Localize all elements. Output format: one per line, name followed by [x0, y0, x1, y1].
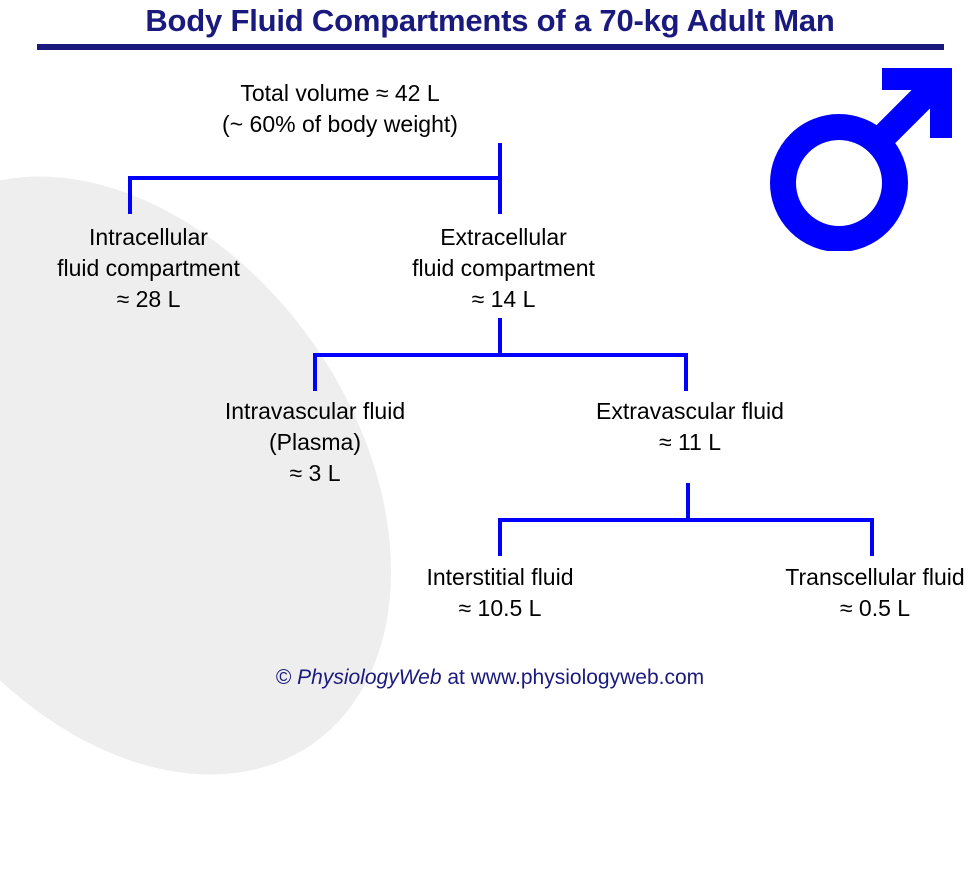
- footer-credit: © PhysiologyWeb at www.physiologyweb.com: [0, 666, 980, 690]
- connector-to-extracellular: [498, 176, 502, 214]
- node-transcellular-line1: Transcellular fluid: [785, 564, 965, 590]
- node-total-volume-line1: Total volume ≈ 42 L: [240, 80, 440, 106]
- node-transcellular-volume: ≈ 0.5 L: [839, 595, 911, 621]
- connector-to-interstitial: [498, 518, 502, 556]
- footer-brand: PhysiologyWeb: [297, 666, 442, 689]
- connector-extracellular-stem: [498, 318, 502, 355]
- node-intracellular-fluid: Intracellular fluid compartment ≈ 28 L: [0, 222, 297, 315]
- connector-to-intravascular: [313, 353, 317, 391]
- node-interstitial-line1: Interstitial fluid: [426, 564, 574, 590]
- node-extravascular-line1: Extravascular fluid: [596, 398, 784, 424]
- node-intracellular-volume: ≈ 28 L: [116, 286, 181, 312]
- node-extravascular-volume: ≈ 11 L: [658, 429, 722, 455]
- node-extracellular-line1: Extracellular: [440, 224, 567, 250]
- node-extracellular-volume: ≈ 14 L: [471, 286, 536, 312]
- connector-total-stem: [498, 143, 502, 180]
- connector-extravascular-stem: [686, 483, 690, 520]
- node-intravascular-fluid: Intravascular fluid (Plasma) ≈ 3 L: [170, 396, 460, 489]
- node-extracellular-fluid: Extracellular fluid compartment ≈ 14 L: [355, 222, 652, 315]
- connector-level3-bar: [498, 518, 874, 522]
- node-extravascular-fluid: Extravascular fluid ≈ 11 L: [545, 396, 835, 458]
- connector-level2-bar: [313, 353, 688, 357]
- node-intravascular-line1: Intravascular fluid: [224, 398, 406, 424]
- connector-to-extravascular: [684, 353, 688, 391]
- connector-to-transcellular: [870, 518, 874, 556]
- connector-level1-bar: [128, 176, 502, 180]
- node-transcellular-fluid: Transcellular fluid ≈ 0.5 L: [730, 562, 980, 624]
- node-total-volume: Total volume ≈ 42 L (~ 60% of body weigh…: [140, 78, 540, 140]
- node-interstitial-fluid: Interstitial fluid ≈ 10.5 L: [355, 562, 645, 624]
- node-intravascular-volume: ≈ 3 L: [289, 460, 341, 486]
- connector-to-intracellular: [128, 176, 132, 214]
- node-interstitial-volume: ≈ 10.5 L: [458, 595, 542, 621]
- title-underline: [37, 44, 944, 50]
- page-title: Body Fluid Compartments of a 70-kg Adult…: [145, 3, 835, 38]
- node-total-volume-line2: (~ 60% of body weight): [222, 111, 458, 137]
- node-intracellular-line1: Intracellular: [89, 224, 208, 250]
- male-mars-symbol-icon: [766, 66, 966, 252]
- node-extracellular-line2: fluid compartment: [412, 255, 595, 281]
- title-block: Body Fluid Compartments of a 70-kg Adult…: [0, 2, 980, 40]
- node-intravascular-line2: (Plasma): [268, 429, 361, 455]
- footer-url: at www.physiologyweb.com: [441, 666, 705, 689]
- node-intracellular-line2: fluid compartment: [57, 255, 240, 281]
- footer-copyright-symbol: ©: [275, 666, 298, 689]
